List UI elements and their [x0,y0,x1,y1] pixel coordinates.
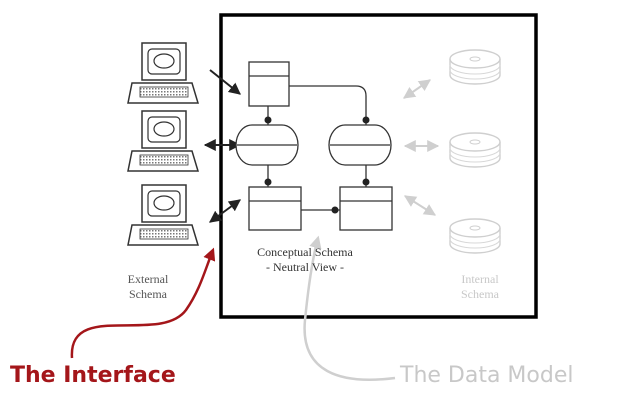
disk-stack-icon [449,218,501,254]
external-schema-label: External Schema [127,272,169,301]
relationship-node-left [235,124,299,166]
disk-stack-icon [449,132,501,168]
entity-box-bottom-left [248,186,302,231]
data-model-callout-arrow [303,235,396,381]
internal-arrow-1 [403,79,431,99]
internal-arrow-3 [403,195,437,216]
computer-terminal-icon [127,42,200,104]
interface-callout: The Interface [10,363,176,388]
external-arrow-3 [209,199,241,223]
conceptual-schema-label: Conceptual Schema - Neutral View - [257,245,353,274]
diagram-connectors [267,85,367,211]
conceptual-frame [219,13,538,319]
interface-callout-arrow [70,247,216,359]
disk-stack-icon [449,49,501,85]
connector-dots [264,116,370,214]
computer-terminal-icon [127,110,200,172]
computer-terminal-icon [127,184,200,246]
data-model-callout: The Data Model [400,363,574,388]
relationship-node-right [328,124,392,166]
entity-box-top [248,61,290,107]
external-arrow-1 [209,69,241,95]
internal-schema-label: Internal Schema [461,272,499,301]
entity-box-bottom-right [339,186,393,231]
